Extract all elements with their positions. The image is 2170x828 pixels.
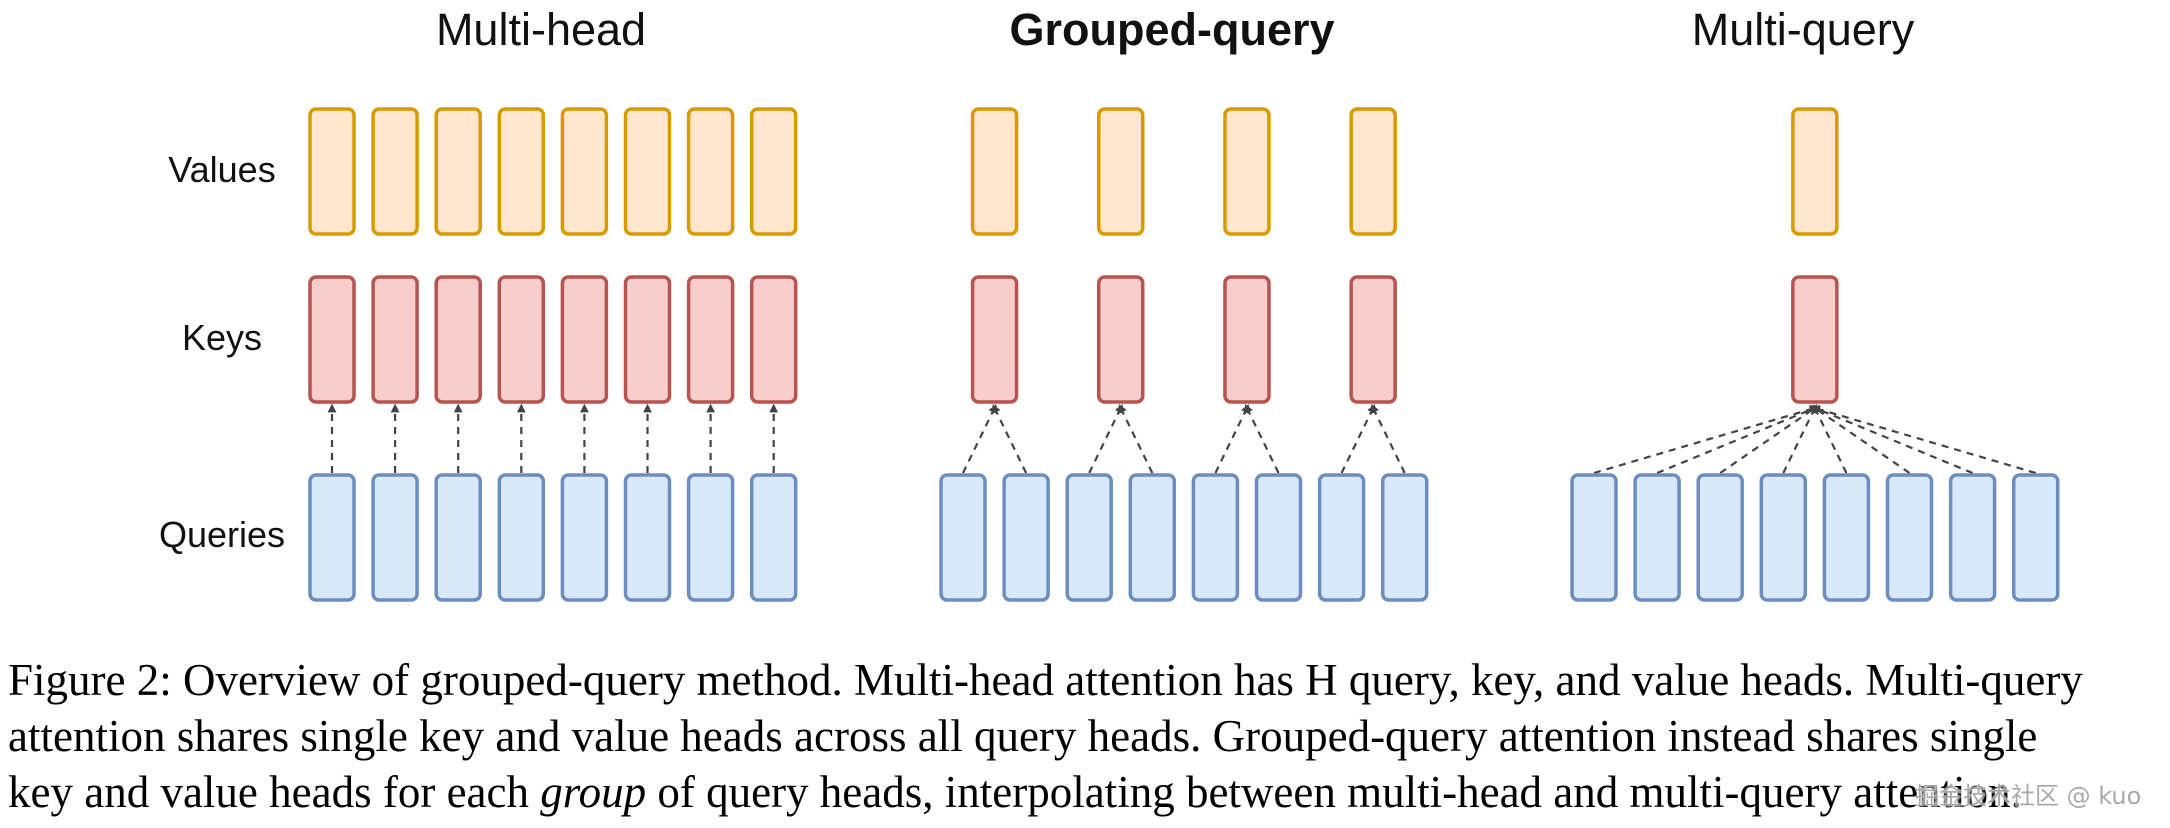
key-head: [434, 275, 482, 404]
query-head: [1570, 473, 1618, 602]
query-to-key-connector: [1656, 405, 1819, 475]
query-to-key-connector: [1810, 405, 1974, 475]
value-head: [371, 107, 419, 236]
value-head: [1097, 107, 1145, 236]
caption-text: of query heads, interpolating between mu…: [646, 767, 2022, 817]
key-head: [970, 275, 1019, 404]
query-head: [1948, 473, 1997, 602]
key-head: [1349, 275, 1397, 404]
key-head: [371, 275, 419, 404]
row-label-keys: Keys: [181, 317, 263, 358]
query-head: [1065, 473, 1113, 602]
query-to-key-connector: [1593, 405, 1820, 475]
query-head: [623, 473, 672, 602]
query-to-key-connector: [1088, 404, 1123, 474]
query-head: [1696, 473, 1744, 602]
query-to-key-connector: [1118, 404, 1154, 474]
value-head: [497, 107, 546, 236]
query-to-key-connector: [1371, 404, 1406, 474]
key-head: [497, 275, 546, 404]
caption-line-1: Figure 2: Overview of grouped-query meth…: [8, 655, 2083, 705]
query-to-key-connector: [1810, 405, 2037, 475]
query-head: [939, 473, 987, 602]
query-head: [1317, 473, 1366, 602]
value-head: [308, 107, 356, 236]
key-head: [308, 275, 356, 404]
panel-title-grouped-query: Grouped-query: [1009, 4, 1335, 55]
query-head: [1380, 473, 1429, 602]
value-head: [1791, 107, 1839, 236]
query-to-key-connector: [1340, 404, 1376, 474]
query-head: [1885, 473, 1934, 602]
caption-text: key and value heads for each: [8, 767, 541, 817]
query-head: [1254, 473, 1303, 602]
query-to-key-connector: [1811, 405, 1911, 474]
query-head: [434, 473, 482, 602]
value-head: [623, 107, 672, 236]
key-head: [1097, 275, 1145, 404]
key-head: [1791, 275, 1839, 404]
query-head: [1191, 473, 1240, 602]
key-head: [623, 275, 672, 404]
query-head: [1002, 473, 1050, 602]
row-label-values: Values: [168, 149, 276, 190]
query-head: [2011, 473, 2060, 602]
query-to-key-connector: [1719, 405, 1819, 474]
key-head: [1223, 275, 1271, 404]
key-head: [749, 275, 798, 404]
value-head: [560, 107, 609, 236]
query-head: [371, 473, 419, 602]
query-head: [1822, 473, 1871, 602]
query-head: [749, 473, 798, 602]
value-head: [434, 107, 482, 236]
caption-emphasis: group: [540, 767, 647, 817]
value-head: [970, 107, 1019, 236]
value-head: [686, 107, 735, 236]
query-head: [686, 473, 735, 602]
value-head: [1223, 107, 1271, 236]
query-to-key-connector: [962, 404, 997, 474]
query-to-key-connector: [1214, 404, 1249, 474]
row-label-queries: Queries: [158, 514, 286, 555]
panel-title-multi-head: Multi-head: [435, 4, 647, 55]
query-to-key-connector: [1244, 404, 1280, 474]
caption-line-3: key and value heads for each group of qu…: [8, 764, 2168, 820]
query-to-key-connector: [992, 404, 1028, 474]
key-head: [686, 275, 735, 404]
query-head: [308, 473, 356, 602]
key-head: [560, 275, 609, 404]
value-head: [749, 107, 798, 236]
watermark: 掘金技术社区 @ kuo: [1915, 782, 2142, 810]
query-head: [1759, 473, 1808, 602]
query-head: [1633, 473, 1681, 602]
query-head: [1128, 473, 1177, 602]
panel-title-multi-query: Multi-query: [1691, 4, 1915, 55]
gqa-figure: Multi-head Grouped-query Multi-query Val…: [158, 4, 2060, 602]
value-head: [1349, 107, 1397, 236]
attention-diagram: [308, 107, 2060, 602]
caption-line-2: attention shares single key and value he…: [8, 711, 2038, 761]
query-head: [497, 473, 546, 602]
figure-caption: Figure 2: Overview of grouped-query meth…: [8, 652, 2168, 820]
query-head: [560, 473, 609, 602]
